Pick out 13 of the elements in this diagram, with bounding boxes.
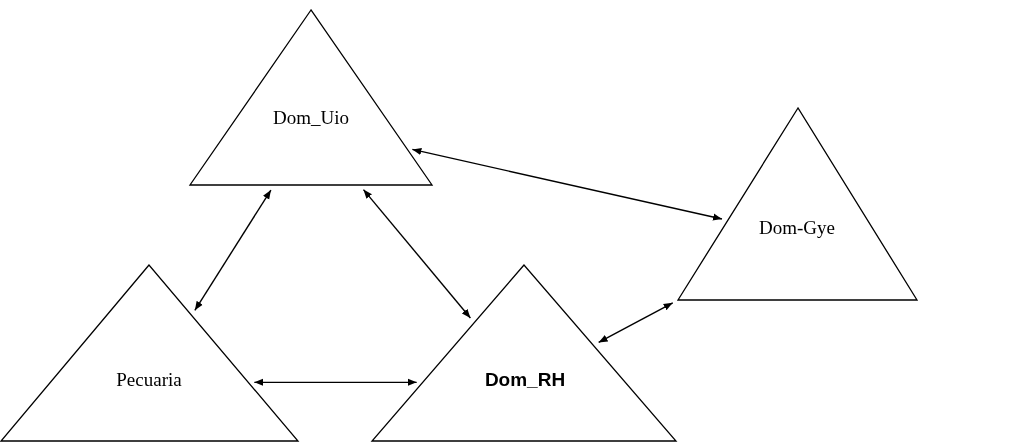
triangle-node: [678, 108, 917, 300]
double-arrow: [411, 147, 723, 221]
node-label: Dom_RH: [484, 367, 566, 392]
node-label: Dom-Gye: [759, 215, 835, 240]
double-arrow: [362, 188, 472, 319]
node-label: Pecuaria: [116, 367, 182, 392]
triangle-node: [190, 10, 432, 185]
double-arrow: [597, 302, 674, 344]
double-arrow: [194, 189, 272, 311]
triangle-node: [1, 265, 298, 441]
double-arrow: [253, 378, 418, 386]
node-label: Dom_Uio: [273, 105, 349, 130]
triangle-node: [372, 265, 676, 441]
